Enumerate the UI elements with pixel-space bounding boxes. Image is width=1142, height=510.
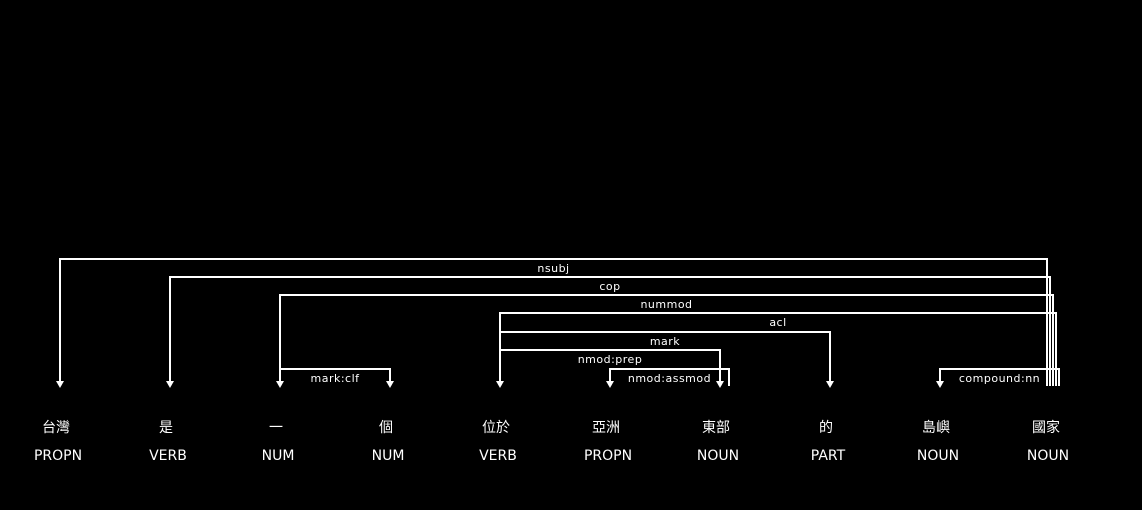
token-word: 個 bbox=[379, 420, 393, 436]
token: 位於 VERB bbox=[479, 420, 517, 464]
dependency-arc: nmod:assmod bbox=[606, 368, 730, 388]
token-word: 一 bbox=[269, 420, 283, 436]
arc-label: nummod bbox=[640, 298, 692, 311]
dependency-arc: compound:nn bbox=[936, 368, 1060, 388]
arrowhead-icon bbox=[716, 381, 724, 388]
token-pos-tag: NUM bbox=[372, 448, 405, 464]
arc-label: nsubj bbox=[537, 262, 569, 275]
arc-line bbox=[939, 368, 1060, 386]
token: 是 VERB bbox=[149, 420, 187, 464]
token: 的 PART bbox=[811, 420, 846, 464]
arrowhead-icon bbox=[56, 381, 64, 388]
dependency-arc: nmod:prep bbox=[499, 349, 724, 388]
token: 個 NUM bbox=[372, 420, 405, 464]
token-pos-tag: PART bbox=[811, 448, 846, 464]
dependency-arc: nsubj bbox=[56, 258, 1048, 388]
token-word: 東部 bbox=[702, 420, 730, 436]
arc-label: compound:nn bbox=[959, 372, 1040, 385]
arrowhead-icon bbox=[936, 381, 944, 388]
dependency-arc: nummod bbox=[276, 294, 1054, 388]
arc-label: nmod:prep bbox=[578, 353, 643, 366]
token: 島嶼 NOUN bbox=[917, 420, 959, 464]
arc-line bbox=[279, 368, 391, 386]
token-row: 台灣 PROPN 是 VERB 一 NUM 個 NUM 位於 VERB 亞洲 PROPN 東部 NOUN 的… bbox=[34, 419, 1069, 464]
token-pos-tag: NOUN bbox=[1027, 448, 1069, 464]
arc-label: acl bbox=[769, 316, 786, 329]
arc-line bbox=[59, 258, 1048, 386]
token-word: 的 bbox=[819, 420, 833, 436]
token: 一 NUM bbox=[262, 420, 295, 464]
token-pos-tag: PROPN bbox=[34, 448, 82, 464]
token-pos-tag: VERB bbox=[479, 448, 517, 464]
token-pos-tag: NOUN bbox=[917, 448, 959, 464]
dependency-arc: mark:clf bbox=[279, 368, 394, 388]
token-pos-tag: NUM bbox=[262, 448, 295, 464]
arrowhead-icon bbox=[606, 381, 614, 388]
token: 國家 NOUN bbox=[1027, 419, 1069, 464]
arc-label: mark bbox=[650, 335, 680, 348]
token-pos-tag: NOUN bbox=[697, 448, 739, 464]
token-word: 國家 bbox=[1032, 419, 1060, 436]
arrowhead-icon bbox=[826, 381, 834, 388]
token-word: 位於 bbox=[482, 420, 510, 436]
arc-line bbox=[169, 276, 1051, 386]
arc-line bbox=[609, 368, 730, 386]
dependency-arcs: nsubj cop nummod acl mark nmod:prep nmod:assmo… bbox=[56, 258, 1060, 388]
arc-label: nmod:assmod bbox=[628, 372, 711, 385]
token-pos-tag: PROPN bbox=[584, 448, 632, 464]
arc-line bbox=[279, 294, 1054, 386]
token-word: 島嶼 bbox=[922, 420, 950, 436]
token: 東部 NOUN bbox=[697, 420, 739, 464]
arrowhead-icon bbox=[386, 381, 394, 388]
token: 亞洲 PROPN bbox=[584, 420, 632, 464]
dependency-arc: cop bbox=[166, 276, 1051, 388]
token-word: 亞洲 bbox=[592, 420, 620, 436]
token-pos-tag: VERB bbox=[149, 448, 187, 464]
arc-label: mark:clf bbox=[310, 372, 360, 385]
token-word: 是 bbox=[159, 420, 173, 436]
arrowhead-icon bbox=[166, 381, 174, 388]
arc-line bbox=[499, 349, 721, 386]
token: 台灣 PROPN bbox=[34, 420, 82, 464]
arc-label: cop bbox=[599, 280, 620, 293]
token-word: 台灣 bbox=[42, 420, 70, 436]
